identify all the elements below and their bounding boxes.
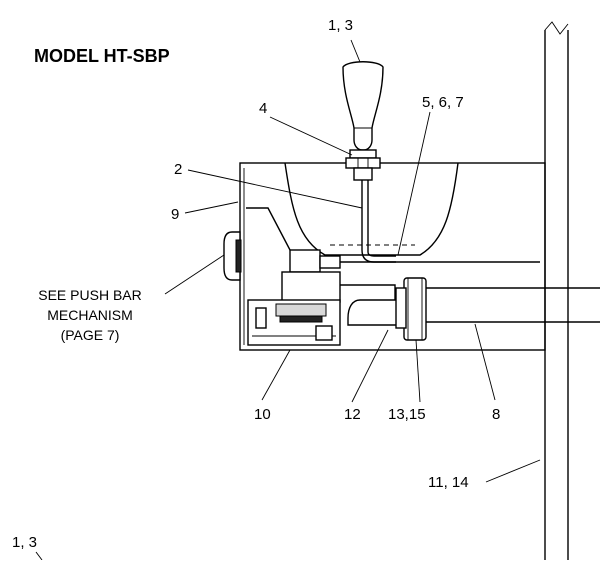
note-line-2: MECHANISM: [47, 307, 133, 323]
callout-13-15: 13,15: [388, 406, 426, 423]
note-line-3: (PAGE 7): [61, 327, 120, 343]
wall-panel: [544, 21, 569, 560]
bubbler-handle: [342, 61, 384, 151]
callout-1-3: 1, 3: [328, 17, 353, 34]
callout-2: 2: [174, 161, 182, 178]
callout-12: 12: [344, 406, 361, 423]
callout-10: 10: [254, 406, 271, 423]
valve-assembly: [246, 207, 341, 346]
supply-tube: [361, 180, 396, 263]
drain-tailpiece: [340, 284, 400, 326]
note-line-1: SEE PUSH BAR: [38, 287, 141, 303]
callout-9: 9: [171, 206, 179, 223]
push-bar: [223, 231, 242, 281]
bubbler-nut: [345, 149, 381, 181]
wall-bracket: [545, 287, 600, 323]
callout-11-14: 11, 14: [428, 474, 469, 491]
model-title: MODEL HT-SBP: [34, 46, 170, 66]
waste-pipe: [426, 287, 545, 323]
strainer-coupling: [395, 277, 427, 341]
callout-bottom-1-3: 1, 3: [12, 534, 37, 551]
leader-lines: [35, 39, 541, 561]
callout-8: 8: [492, 406, 500, 423]
bowl: [284, 162, 540, 263]
callout-4: 4: [259, 100, 267, 117]
callout-5-6-7: 5, 6, 7: [422, 94, 464, 111]
